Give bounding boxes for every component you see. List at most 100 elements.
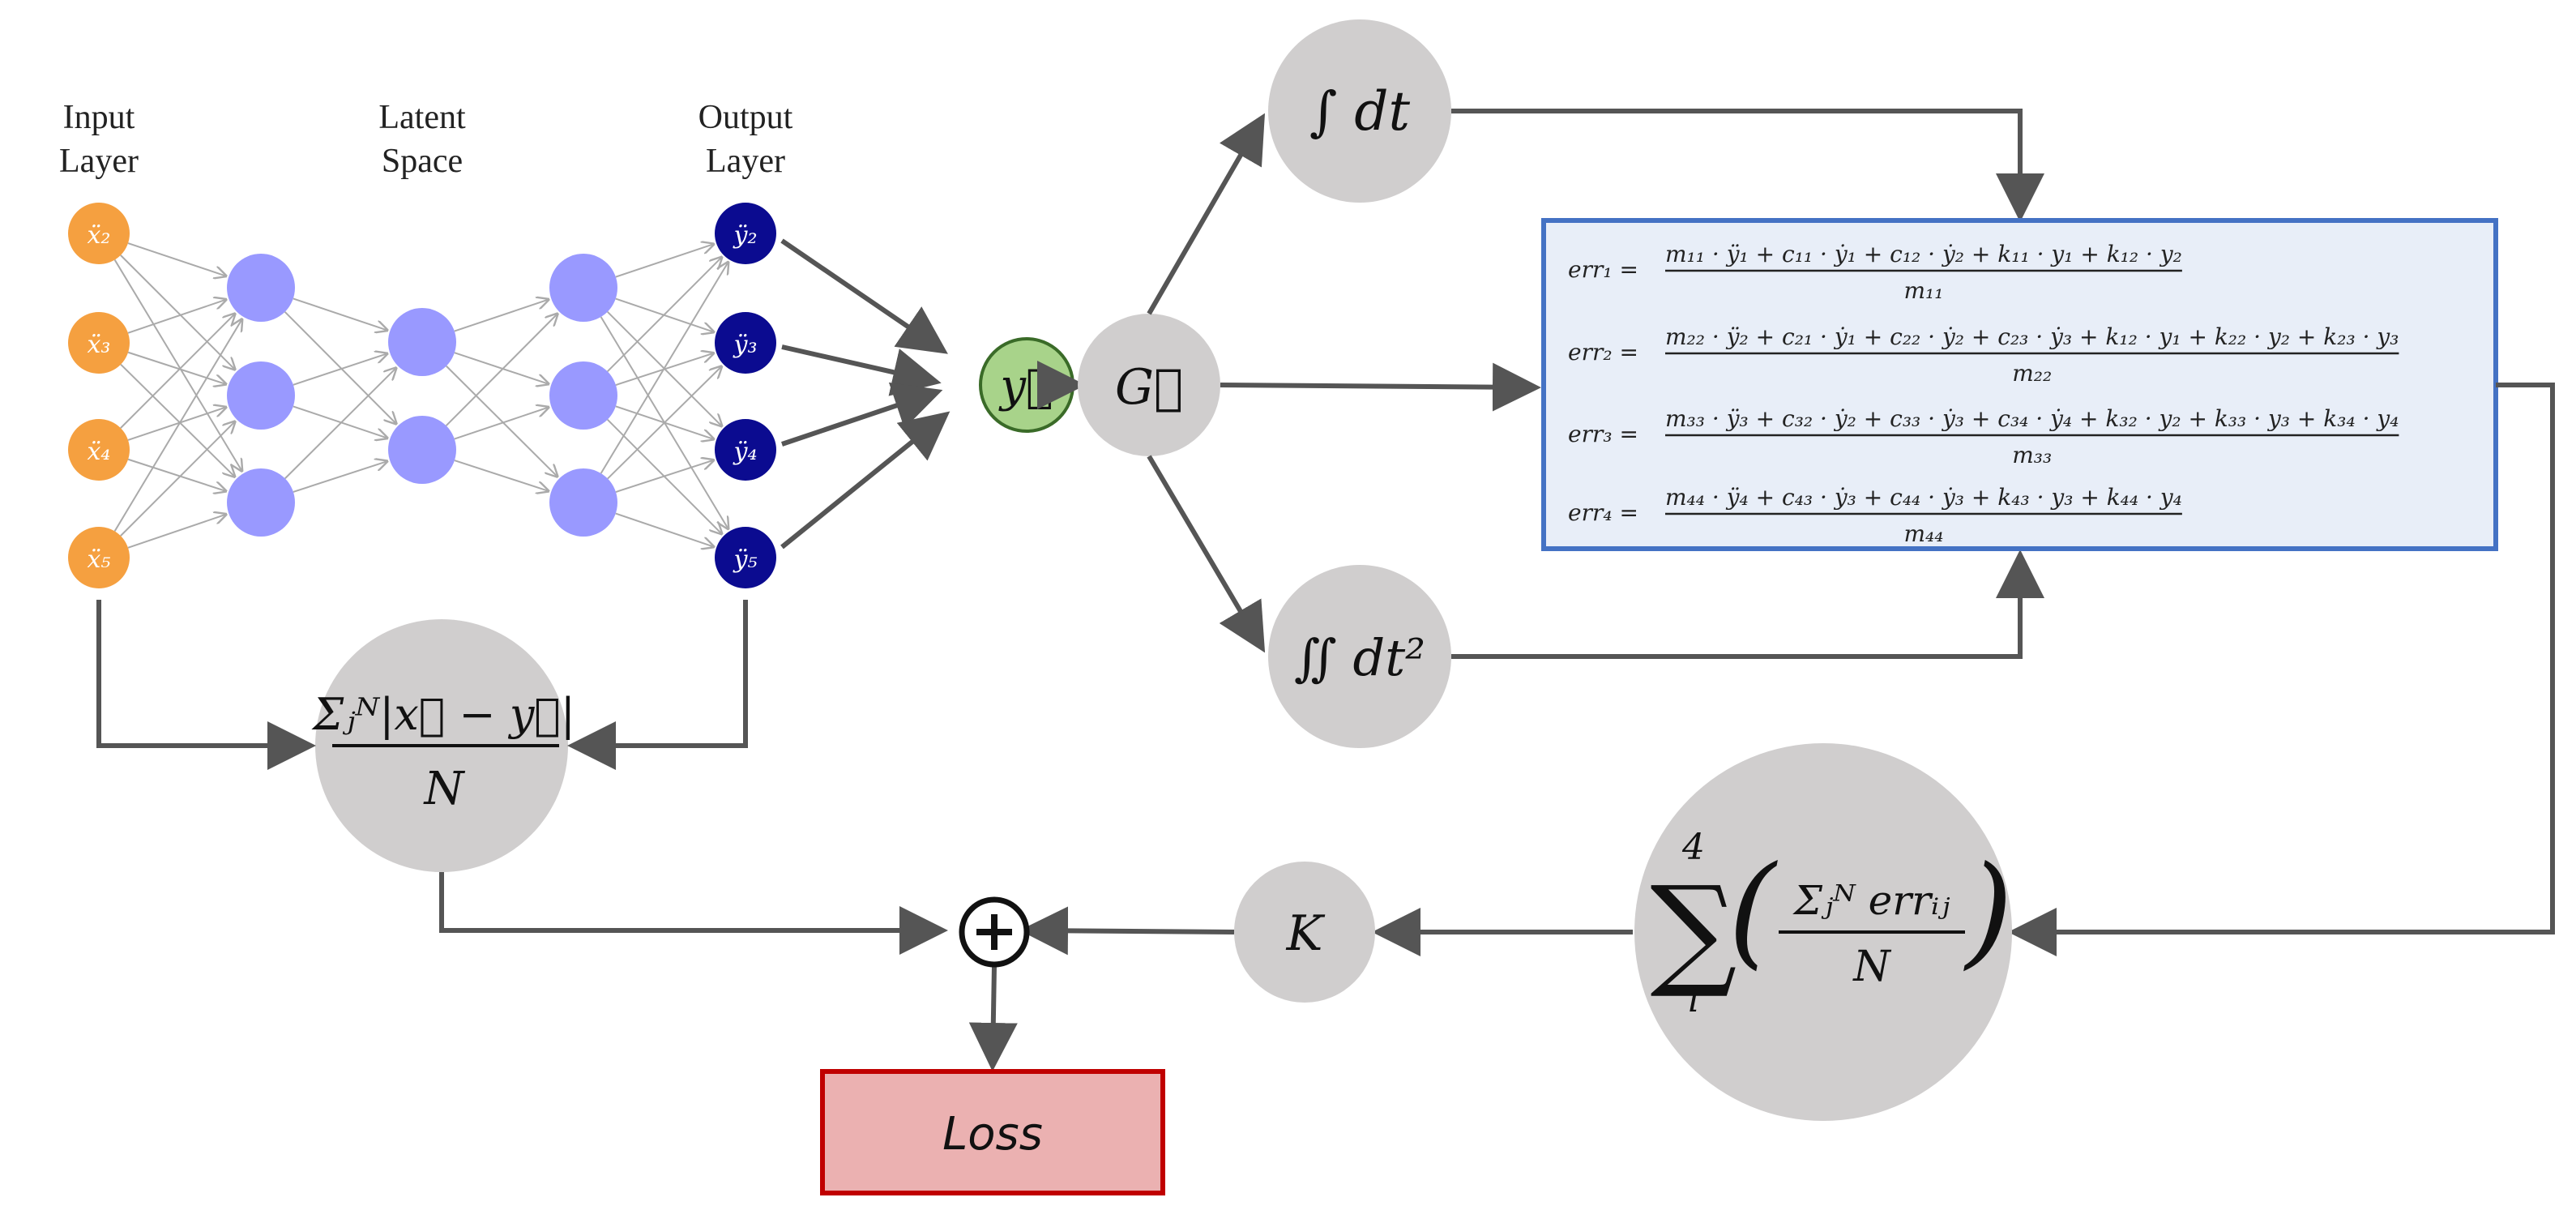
network-edge xyxy=(446,365,557,477)
network-edge xyxy=(127,242,225,276)
sum-lower-index: i xyxy=(1688,979,1699,1020)
y-vector-node: y⃗ xyxy=(979,337,1074,433)
arrow xyxy=(780,411,951,550)
network-edge xyxy=(606,258,722,373)
output-node-label: ÿ₂ xyxy=(733,221,758,250)
input-node xyxy=(68,312,130,374)
network-edge xyxy=(454,352,548,383)
network-edge xyxy=(127,515,225,549)
latent-layer xyxy=(388,308,456,484)
k-node: K xyxy=(1234,862,1375,1003)
g-arrows xyxy=(1147,109,2044,659)
network-edge xyxy=(615,460,713,493)
hidden-node xyxy=(227,361,295,430)
input-layer-title-line1: Input xyxy=(63,99,135,136)
network-edge xyxy=(120,254,235,370)
arrow xyxy=(781,344,942,396)
input-node xyxy=(68,419,130,481)
network-edge xyxy=(120,363,234,477)
reconstruction-numerator: Σⱼᴺ|x⃗ − y⃗| xyxy=(311,689,575,740)
input-node-label: ẍ₂ xyxy=(88,221,111,250)
output-to-y-arrows xyxy=(780,238,951,550)
double-integral-node: ∬ dt² xyxy=(1268,565,1451,748)
double-integral-circle xyxy=(1268,565,1451,748)
hidden-node xyxy=(549,254,617,322)
network-edge xyxy=(454,408,549,440)
equation-denominator: m₃₃ xyxy=(2012,442,2052,468)
left-paren: ( xyxy=(1728,840,1779,981)
y-vector-label: y⃗ xyxy=(998,360,1053,413)
input-layer-title: Input Layer xyxy=(59,99,139,180)
loss-box: Loss xyxy=(820,1069,1165,1195)
network-connections xyxy=(113,242,728,549)
equation-numerator: m₃₃ · ÿ₃ + c₃₂ · ẏ₂ + c₃₃ · ẏ₃ + c₃₄ · ẏ… xyxy=(1665,405,2399,432)
integral-node: ∫ dt xyxy=(1268,19,1451,203)
loss-box-frame xyxy=(820,1069,1165,1195)
double-integral-label: ∬ dt² xyxy=(1294,628,1425,687)
hidden-node xyxy=(549,361,617,430)
network-edge xyxy=(454,460,548,491)
output-layer: ÿ₂ ÿ₃ ÿ₄ ÿ₅ xyxy=(715,203,776,588)
arrow xyxy=(781,382,943,447)
equation-numerator: m₂₂ · ÿ₂ + c₂₁ · ẏ₁ + c₂₂ · ẏ₂ + c₂₃ · ẏ… xyxy=(1665,323,2399,350)
latent-space-title-line2: Space xyxy=(382,143,463,180)
arrow xyxy=(1451,109,2044,222)
g-vector-circle xyxy=(1078,314,1220,456)
k-label: K xyxy=(1286,905,1326,962)
network-edge xyxy=(127,408,225,441)
latent-node xyxy=(388,308,456,376)
plus-to-loss-arrow xyxy=(968,965,1018,1071)
network-edge xyxy=(113,319,242,532)
equation-numerator: m₁₁ · ÿ₁ + c₁₁ · ẏ₁ + c₁₂ · ẏ₂ + k₁₁ · y… xyxy=(1665,241,2182,267)
network-edge xyxy=(127,458,225,491)
reconstruction-denominator: N xyxy=(423,763,466,815)
input-to-diff-arrow xyxy=(96,600,316,770)
input-node xyxy=(68,203,130,264)
output-node xyxy=(715,203,776,264)
box-to-sum-arrow xyxy=(2008,383,2555,956)
error-sum-node: ∑ 4 i ( ) Σⱼᴺ errᵢⱼ N xyxy=(1634,743,2013,1121)
equation-lhs: err₂ = xyxy=(1568,339,1638,366)
output-layer-title-line2: Layer xyxy=(706,143,785,180)
encoder-hidden-layer xyxy=(227,254,295,537)
network-edge xyxy=(127,351,225,384)
network-edge xyxy=(607,366,721,480)
g-vector-label: G⃗ xyxy=(1115,359,1183,416)
equation-lhs: err₁ = xyxy=(1568,256,1638,283)
equation-lhs: err₃ = xyxy=(1568,421,1638,447)
right-paren: ) xyxy=(1963,840,2014,981)
output-node xyxy=(715,527,776,588)
equation-denominator: m₂₂ xyxy=(2012,360,2052,387)
output-node xyxy=(715,419,776,481)
output-node-label: ÿ₅ xyxy=(733,545,758,574)
input-node-label: ẍ₄ xyxy=(88,438,111,466)
network-edge xyxy=(120,422,235,537)
equation-numerator: m₄₄ · ÿ₄ + c₄₃ · ẏ₃ + c₄₄ · ẏ₃ + k₄₃ · y… xyxy=(1665,484,2182,511)
hidden-node xyxy=(549,468,617,537)
arrow xyxy=(1220,362,1541,412)
sum-upper-index: 4 xyxy=(1681,827,1705,868)
network-edge xyxy=(284,368,396,480)
network-edge xyxy=(293,461,387,493)
latent-node xyxy=(388,416,456,484)
equation-box-frame xyxy=(1541,218,2498,551)
arrow xyxy=(1147,113,1266,315)
diff-to-plus-arrow xyxy=(439,872,948,955)
network-edge xyxy=(454,300,549,332)
output-layer-title-line1: Output xyxy=(698,99,793,136)
network-edge xyxy=(615,244,713,278)
network-edge xyxy=(127,300,225,334)
loss-label: Loss xyxy=(942,1108,1043,1161)
network-edge xyxy=(600,263,728,474)
network-edge xyxy=(120,314,235,429)
output-node-label: ÿ₄ xyxy=(733,438,758,466)
network-edge xyxy=(293,353,387,386)
output-node xyxy=(715,312,776,374)
arrow xyxy=(1451,550,2044,659)
hidden-node xyxy=(227,254,295,322)
k-circle xyxy=(1234,862,1375,1003)
arrow xyxy=(1147,455,1266,653)
g-vector-node: G⃗ xyxy=(1078,314,1220,456)
sum-symbol: ∑ xyxy=(1650,861,1737,1002)
integral-label: ∫ dt xyxy=(1309,80,1411,143)
